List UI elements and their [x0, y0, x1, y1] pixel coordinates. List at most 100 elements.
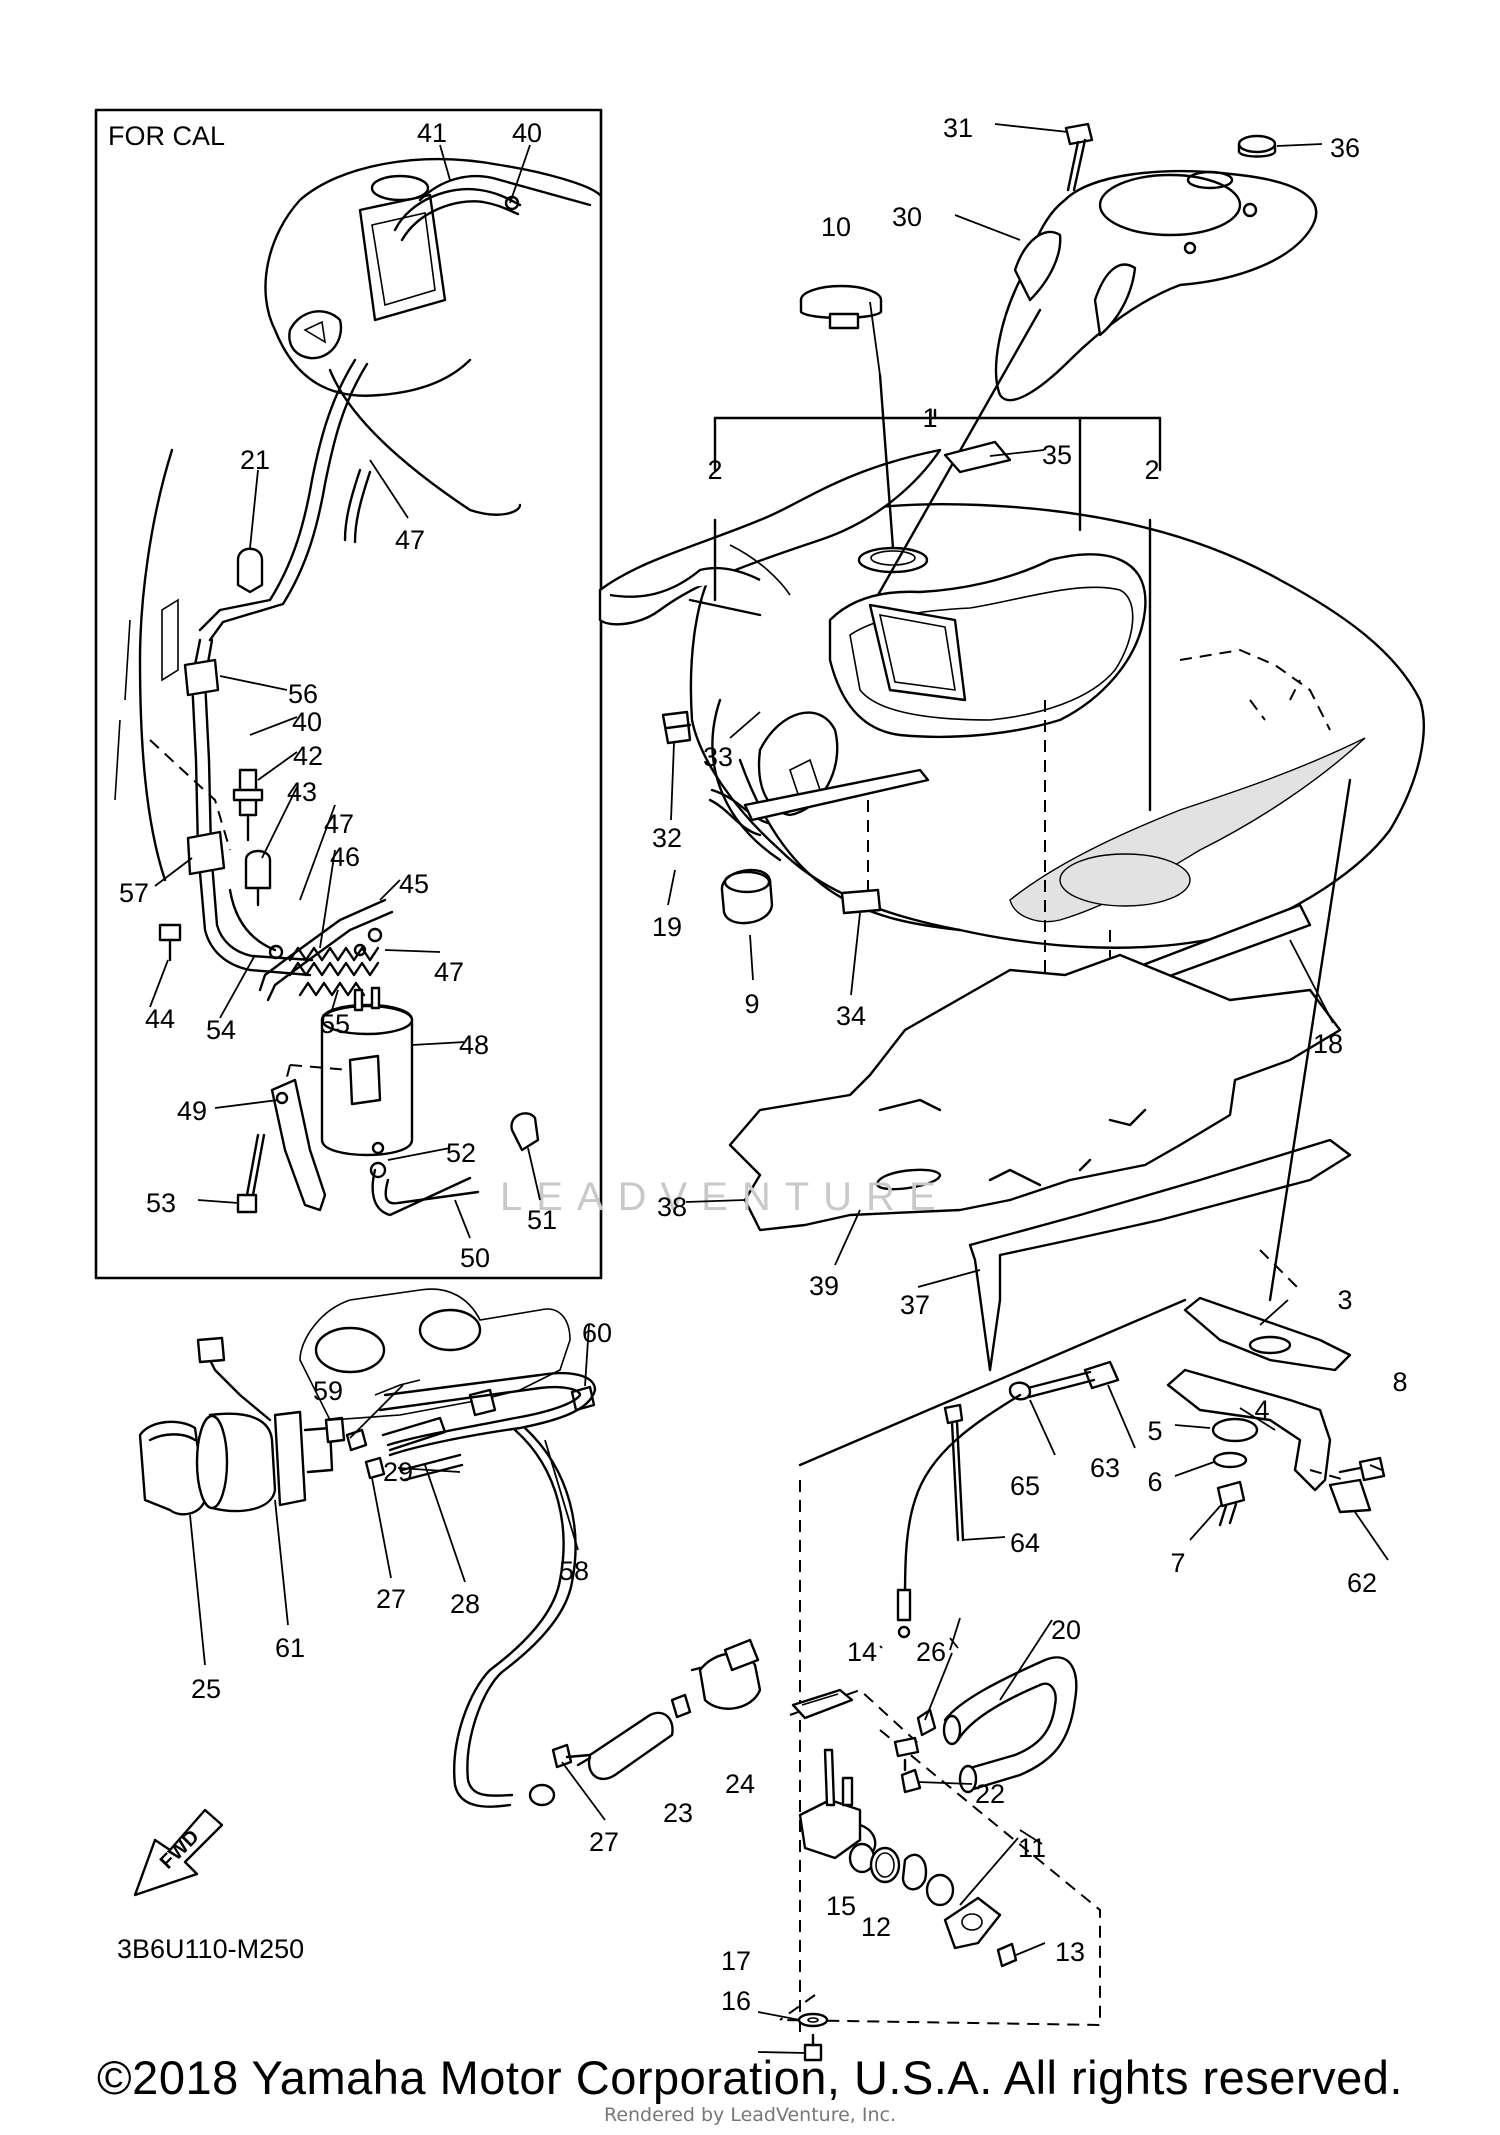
part-number-22: 22: [975, 1779, 1005, 1809]
fwd-arrow: FWD: [133, 1808, 224, 1897]
leader-line: [1107, 1384, 1136, 1449]
part-number-3: 3: [1337, 1285, 1352, 1315]
tank-top-cover: [876, 122, 1318, 597]
part-number-31: 31: [943, 113, 973, 143]
part-number-48: 48: [459, 1030, 489, 1060]
part-number-47: 47: [324, 809, 354, 839]
part-number-41: 41: [417, 118, 447, 148]
fuel-cap-part: [799, 284, 883, 330]
part-number-35: 35: [1042, 440, 1072, 470]
leader-line: [667, 869, 676, 906]
part-number-1: 1: [922, 403, 937, 433]
part-number-49: 49: [177, 1096, 207, 1126]
part-number-53: 53: [146, 1188, 176, 1218]
diagram-code: 3B6U110-M250: [117, 1934, 304, 1964]
fuel-hose-20: [893, 1656, 1078, 1794]
leader-line: [1276, 143, 1323, 147]
leader-line: [387, 1147, 451, 1161]
part-number-50: 50: [460, 1243, 490, 1273]
leader-line: [924, 1652, 953, 1721]
leader-line: [1174, 1424, 1211, 1429]
carburetor-area: [299, 1288, 597, 1808]
part-number-34: 34: [836, 1001, 866, 1031]
part-number-9: 9: [744, 989, 759, 1019]
part-number-57: 57: [119, 878, 149, 908]
leader-line: [371, 1477, 392, 1579]
leader-line: [379, 879, 401, 901]
part-number-2: 2: [707, 455, 722, 485]
part-number-32: 32: [652, 823, 682, 853]
copyright-notice: ©2018 Yamaha Motor Corporation, U.S.A. A…: [97, 2051, 1403, 2104]
leader-line: [1189, 1503, 1223, 1541]
part-number-56: 56: [288, 679, 318, 709]
leader-line: [850, 912, 861, 996]
hose-19-shape: [708, 798, 762, 837]
part-number-55: 55: [320, 1009, 350, 1039]
leader-line: [189, 1514, 206, 1666]
part-number-27: 27: [589, 1827, 619, 1857]
part-number-27: 27: [376, 1584, 406, 1614]
part-number-24: 24: [725, 1769, 755, 1799]
leader-line: [949, 1637, 959, 1649]
leader-line: [1289, 939, 1334, 1024]
part-number-8: 8: [1392, 1367, 1407, 1397]
leader-line: [757, 2051, 807, 2054]
part-number-59: 59: [313, 1376, 343, 1406]
choke-cable: [896, 1360, 1120, 1639]
leader-line: [949, 1617, 961, 1651]
leader-line: [1019, 1829, 1043, 1845]
part-number-42: 42: [293, 741, 323, 771]
part-number-38: 38: [657, 1192, 687, 1222]
part-number-36: 36: [1330, 133, 1360, 163]
part-number-7: 7: [1170, 1548, 1185, 1578]
leader-line: [544, 1439, 579, 1551]
leader-line: [1239, 1407, 1276, 1431]
heat-shield: [728, 953, 1352, 1372]
part-number-30: 30: [892, 202, 922, 232]
decal-shape: [943, 440, 1012, 474]
part-number-39: 39: [809, 1271, 839, 1301]
leader-line: [1015, 1942, 1046, 1956]
leader-line: [319, 849, 336, 949]
part-number-11: 11: [1018, 1833, 1046, 1863]
leader-line: [749, 934, 754, 981]
leader-lines: [149, 123, 1389, 2054]
leader-line: [561, 1761, 606, 1821]
leader-line: [1354, 1511, 1389, 1561]
leader-line: [527, 1147, 541, 1201]
part-number-15: 15: [826, 1891, 856, 1921]
leader-line: [219, 954, 256, 1019]
leader-line: [331, 989, 339, 1011]
leader-line: [834, 1209, 861, 1266]
leader-line: [369, 459, 409, 519]
leader-tank-petcock: [798, 1298, 1187, 1467]
part-number-40: 40: [512, 118, 542, 148]
part-number-54: 54: [206, 1015, 236, 1045]
leader-line: [349, 1384, 404, 1439]
part-number-12: 12: [861, 1912, 891, 1942]
mounting-bracket: [1166, 1249, 1386, 1527]
callout-brackets: [713, 408, 1162, 812]
part-number-29: 29: [383, 1457, 413, 1487]
leader-line: [869, 301, 881, 376]
part-number-40: 40: [292, 707, 322, 737]
part-number-45: 45: [399, 869, 429, 899]
leader-line: [994, 123, 1069, 133]
watermark: LEADVENTURE: [500, 1175, 950, 1219]
leader-line: [454, 1199, 471, 1239]
part-number-17: 17: [721, 1946, 751, 1976]
leader-line: [879, 1645, 883, 1649]
fuel-filter-group: [551, 1638, 762, 1781]
part-number-46: 46: [330, 842, 360, 872]
leader-line: [411, 1041, 466, 1046]
part-number-19: 19: [652, 912, 682, 942]
leader-line: [397, 1467, 461, 1473]
part-number-13: 13: [1055, 1937, 1085, 1967]
part-number-6: 6: [1147, 1467, 1162, 1497]
leader-line: [249, 716, 298, 736]
leader-line: [257, 751, 298, 781]
part-number-44: 44: [145, 1004, 175, 1034]
leader-line: [757, 2011, 801, 2021]
